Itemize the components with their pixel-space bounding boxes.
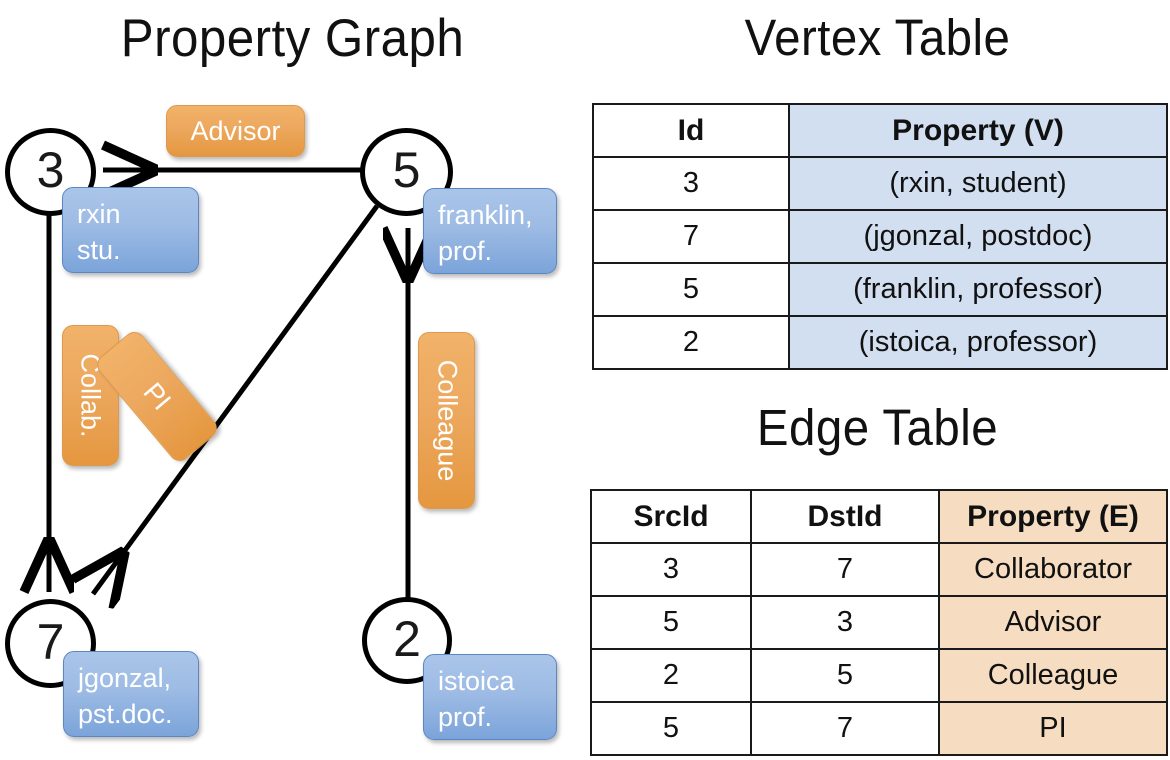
vertex-node-3-label: 3: [36, 142, 65, 198]
vertex-property-box-7-line2: pst.doc.: [78, 698, 173, 729]
vertex-property-box-2-line2: prof.: [438, 701, 493, 732]
edge-table-header-dstid: DstId: [750, 489, 940, 544]
table-row: 5 7 PI: [590, 701, 1168, 756]
vertex-property-box-7-line1: jgonzal,: [78, 663, 172, 693]
edge-row-3-src: 5: [590, 701, 752, 756]
edge-row-1-property: Advisor: [938, 595, 1168, 650]
vertex-node-7-label: 7: [36, 613, 65, 670]
edge-line-pi: [93, 204, 380, 594]
edge-row-1-src: 5: [590, 595, 752, 650]
edge-row-0-property: Collaborator: [938, 542, 1168, 597]
vertex-row-2-property: (franklin, professor): [788, 262, 1168, 317]
vertex-row-0-property: (rxin, student): [788, 156, 1168, 211]
edge-label-colleague: Colleague: [418, 332, 475, 509]
vertex-property-box-2: istoica prof.: [423, 654, 557, 740]
vertex-row-1-id: 7: [592, 209, 790, 264]
edge-row-3-property: PI: [938, 701, 1168, 756]
edge-label-colleague-text: Colleague: [432, 359, 462, 482]
table-row: 3 7 Collaborator: [590, 542, 1168, 597]
vertex-property-box-5-line1: franklin,: [438, 200, 533, 230]
edge-row-2-src: 2: [590, 648, 752, 703]
vertex-row-0-id: 3: [592, 156, 790, 211]
page-title-vertex-table: Vertex Table: [744, 9, 1011, 66]
vertex-node-2[interactable]: 2: [362, 597, 452, 684]
edge-label-advisor-text: Advisor: [190, 115, 281, 146]
edge-table-header-srcid: SrcId: [590, 489, 752, 544]
edge-row-2-dst: 5: [750, 648, 940, 703]
edge-row-0-dst: 7: [750, 542, 940, 597]
vertex-table: Id Property (V) 3 (rxin, student) 7 (jgo…: [592, 103, 1168, 370]
vertex-property-box-7: jgonzal, pst.doc.: [63, 651, 199, 737]
edge-label-advisor: Advisor: [166, 105, 305, 157]
edge-label-collab: Collab.: [62, 325, 119, 466]
graph-edge-lines: [0, 0, 585, 760]
vertex-node-5-label: 5: [392, 142, 421, 198]
page-title-property-graph: Property Graph: [120, 9, 465, 68]
edge-row-3-dst: 7: [750, 701, 940, 756]
vertex-table-header-property: Property (V): [788, 103, 1168, 158]
vertex-property-box-3: rxin stu.: [62, 187, 199, 273]
page-title-edge-table: Edge Table: [756, 399, 999, 456]
vertex-row-1-property: (jgonzal, postdoc): [788, 209, 1168, 264]
vertex-property-box-2-line1: istoica: [438, 666, 515, 696]
vertex-table-header-id: Id: [592, 103, 790, 158]
edge-row-2-property: Colleague: [938, 648, 1168, 703]
property-graph-diagram: 3 5 7 2 rxin stu. franklin, prof. jgonza…: [0, 0, 585, 760]
edge-table-header-property: Property (E): [938, 489, 1168, 544]
edge-row-0-src: 3: [590, 542, 752, 597]
vertex-row-3-id: 2: [592, 315, 790, 370]
vertex-row-2-id: 5: [592, 262, 790, 317]
edge-label-pi-text: PI: [137, 376, 178, 416]
table-row: 2 (istoica, professor): [592, 315, 1168, 370]
vertex-node-5[interactable]: 5: [360, 128, 453, 216]
edge-row-1-dst: 3: [750, 595, 940, 650]
table-row: 3 (rxin, student): [592, 156, 1168, 211]
table-row: 5 (franklin, professor): [592, 262, 1168, 317]
table-row: 5 3 Advisor: [590, 595, 1168, 650]
vertex-property-box-5: franklin, prof.: [423, 188, 557, 274]
vertex-row-3-property: (istoica, professor): [788, 315, 1168, 370]
vertex-property-box-5-line2: prof.: [438, 235, 493, 266]
table-row: 2 5 Colleague: [590, 648, 1168, 703]
edge-table-header-row: SrcId DstId Property (E): [590, 489, 1168, 544]
vertex-property-box-3-line1: rxin: [77, 199, 121, 229]
vertex-node-2-label: 2: [393, 610, 421, 667]
edge-table: SrcId DstId Property (E) 3 7 Collaborato…: [590, 489, 1168, 756]
vertex-property-box-3-line2: stu.: [77, 234, 121, 265]
vertex-table-header-row: Id Property (V): [592, 103, 1168, 158]
table-row: 7 (jgonzal, postdoc): [592, 209, 1168, 264]
